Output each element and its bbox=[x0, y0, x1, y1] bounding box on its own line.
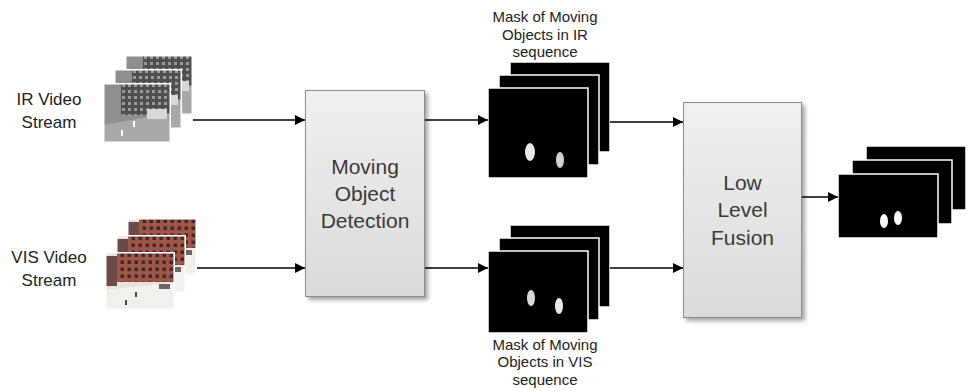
process-box: Low Level Fusion bbox=[683, 102, 802, 318]
vis-mask-stack bbox=[488, 225, 610, 333]
mask-label: Mask of Moving Objects in IR sequence bbox=[475, 8, 615, 60]
flow-arrow bbox=[193, 119, 305, 121]
mask-stack bbox=[838, 146, 966, 238]
box-label: Moving Object Detection bbox=[313, 153, 417, 235]
process-box: Moving Object Detection bbox=[305, 90, 425, 297]
image-stack: IR Video Stream bbox=[103, 55, 193, 143]
object-blob bbox=[880, 214, 888, 228]
ir-frame-stack bbox=[103, 55, 193, 143]
vis-mask-blobs bbox=[527, 290, 563, 314]
flow-arrow bbox=[197, 267, 305, 269]
mask-label: Mask of Moving Objects in VIS sequence bbox=[475, 336, 615, 388]
vis-frame-stack bbox=[105, 218, 197, 310]
flow-arrow bbox=[802, 196, 838, 198]
ir-mask-blobs bbox=[525, 143, 564, 168]
object-blob bbox=[556, 152, 564, 168]
mask-stack: Mask of Moving Objects in IR sequence bbox=[488, 62, 610, 178]
fused-mask-blobs bbox=[880, 211, 902, 228]
stream-label: VIS Video Stream bbox=[3, 247, 95, 293]
mask-stack: Mask of Moving Objects in VIS sequence bbox=[488, 225, 610, 333]
object-blob bbox=[525, 143, 535, 161]
flow-arrow bbox=[425, 267, 488, 269]
ir-mask-stack bbox=[488, 62, 610, 178]
fused-mask-stack bbox=[838, 146, 966, 238]
flow-arrow bbox=[425, 119, 488, 121]
object-blob bbox=[555, 298, 563, 314]
object-blob bbox=[894, 211, 902, 225]
image-stack: VIS Video Stream bbox=[105, 218, 197, 310]
mask-frame bbox=[488, 88, 588, 178]
stream-label: IR Video Stream bbox=[3, 89, 95, 135]
flow-arrow bbox=[610, 121, 683, 123]
mask-frame bbox=[488, 251, 588, 333]
object-blob bbox=[527, 290, 535, 306]
box-label: Low Level Fusion bbox=[700, 169, 786, 251]
vis-frame bbox=[105, 252, 175, 310]
ir-frame bbox=[103, 83, 171, 143]
flow-arrow bbox=[610, 267, 683, 269]
mask-frame bbox=[838, 174, 938, 238]
